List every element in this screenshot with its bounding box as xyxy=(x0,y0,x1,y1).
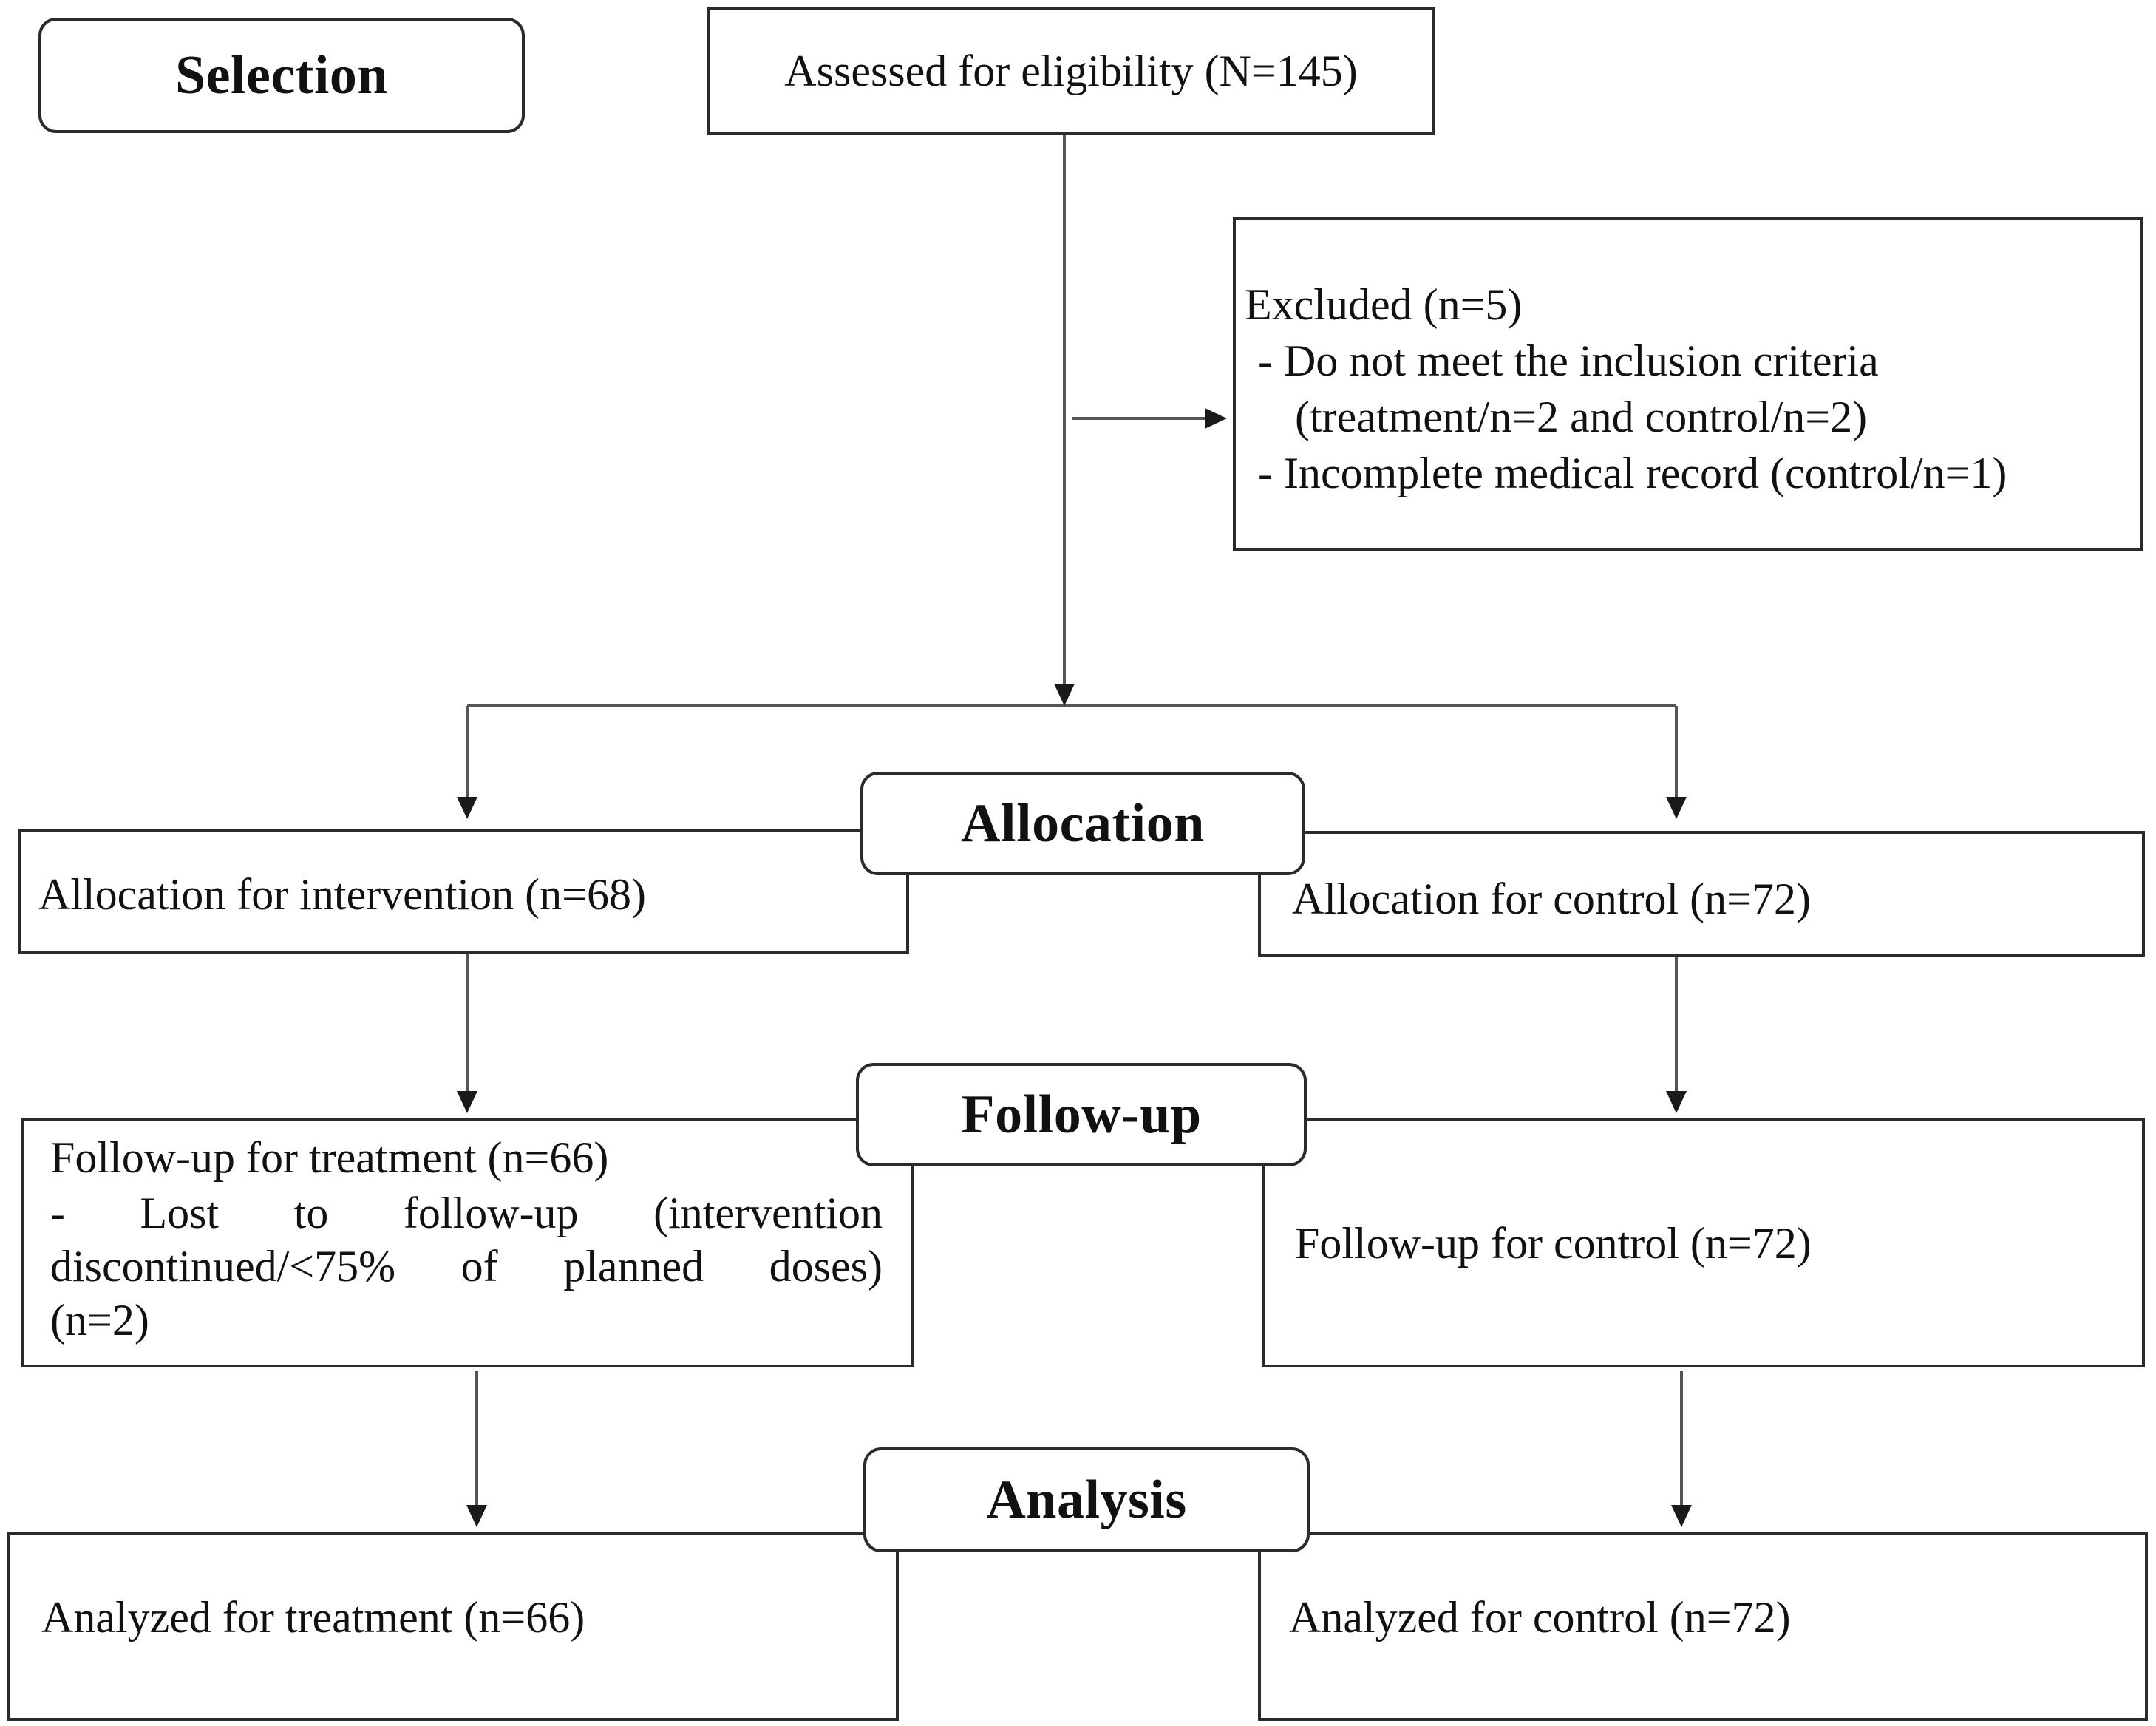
analysis-control-text: Analyzed for control (n=72) xyxy=(1289,1593,1791,1642)
assessed-box: Assessed for eligibility (N=145) xyxy=(707,7,1435,135)
trunk-arrowhead xyxy=(1054,684,1075,706)
analysis-control-box: Analyzed for control (n=72) xyxy=(1258,1532,2148,1721)
followup-treatment-title: Follow-up for treatment (n=66) xyxy=(50,1133,609,1182)
excluded-box: Excluded (n=5) - Do not meet the inclusi… xyxy=(1233,217,2143,551)
analysis-right-arrowhead xyxy=(1671,1505,1692,1527)
allocation-control-text: Allocation for control (n=72) xyxy=(1292,874,1811,923)
followup-treatment-lost-line-1: - Lost to follow-up (intervention xyxy=(50,1186,883,1240)
lost-word: - xyxy=(50,1189,65,1237)
lost-word: of xyxy=(460,1242,498,1291)
stage-label-analysis: Analysis xyxy=(863,1447,1310,1552)
stage-label-selection: Selection xyxy=(38,18,525,133)
analysis-treatment-text: Analyzed for treatment (n=66) xyxy=(41,1593,585,1642)
lost-word: Lost xyxy=(140,1189,220,1237)
analysis-left-arrowhead xyxy=(466,1505,487,1527)
lost-word: discontinued/<75% xyxy=(50,1242,396,1291)
followup-control-text: Follow-up for control (n=72) xyxy=(1295,1219,1812,1268)
followup-treatment-lost-count: (n=2) xyxy=(50,1296,149,1345)
excluded-arrowhead xyxy=(1205,408,1227,429)
alloc-right-arrowhead xyxy=(1666,797,1687,819)
stage-label-allocation: Allocation xyxy=(860,772,1305,875)
lost-word: to xyxy=(293,1189,329,1237)
followup-treatment-lost-line-2: discontinued/<75% of planned doses) xyxy=(50,1239,883,1294)
excluded-reason-1: - Do not meet the inclusion criteria xyxy=(1258,336,1879,385)
lost-word: planned xyxy=(563,1242,704,1291)
lost-word: follow-up xyxy=(403,1189,579,1237)
allocation-intervention-text: Allocation for intervention (n=68) xyxy=(38,870,646,919)
stage-label-follow-up-text: Follow-up xyxy=(961,1084,1202,1145)
excluded-reason-2: - Incomplete medical record (control/n=1… xyxy=(1258,449,2007,497)
followup-right-arrowhead xyxy=(1666,1091,1687,1113)
followup-control-box: Follow-up for control (n=72) xyxy=(1262,1118,2145,1367)
analysis-treatment-box: Analyzed for treatment (n=66) xyxy=(7,1532,899,1721)
allocation-control-box: Allocation for control (n=72) xyxy=(1258,831,2145,957)
excluded-title: Excluded (n=5) xyxy=(1245,280,1523,329)
excluded-reason-1-detail: (treatment/n=2 and control/n=2) xyxy=(1295,393,1868,441)
lost-word: (intervention xyxy=(653,1189,883,1237)
stage-label-selection-text: Selection xyxy=(174,44,389,106)
stage-label-allocation-text: Allocation xyxy=(961,792,1205,854)
stage-label-analysis-text: Analysis xyxy=(986,1469,1187,1530)
followup-left-arrowhead xyxy=(457,1091,477,1113)
lost-word: doses) xyxy=(769,1242,883,1291)
stage-label-follow-up: Follow-up xyxy=(856,1063,1307,1166)
followup-treatment-box: Follow-up for treatment (n=66) - Lost to… xyxy=(21,1118,914,1367)
allocation-intervention-box: Allocation for intervention (n=68) xyxy=(18,829,909,954)
alloc-left-arrowhead xyxy=(457,797,477,819)
assessed-text: Assessed for eligibility (N=145) xyxy=(784,47,1358,95)
